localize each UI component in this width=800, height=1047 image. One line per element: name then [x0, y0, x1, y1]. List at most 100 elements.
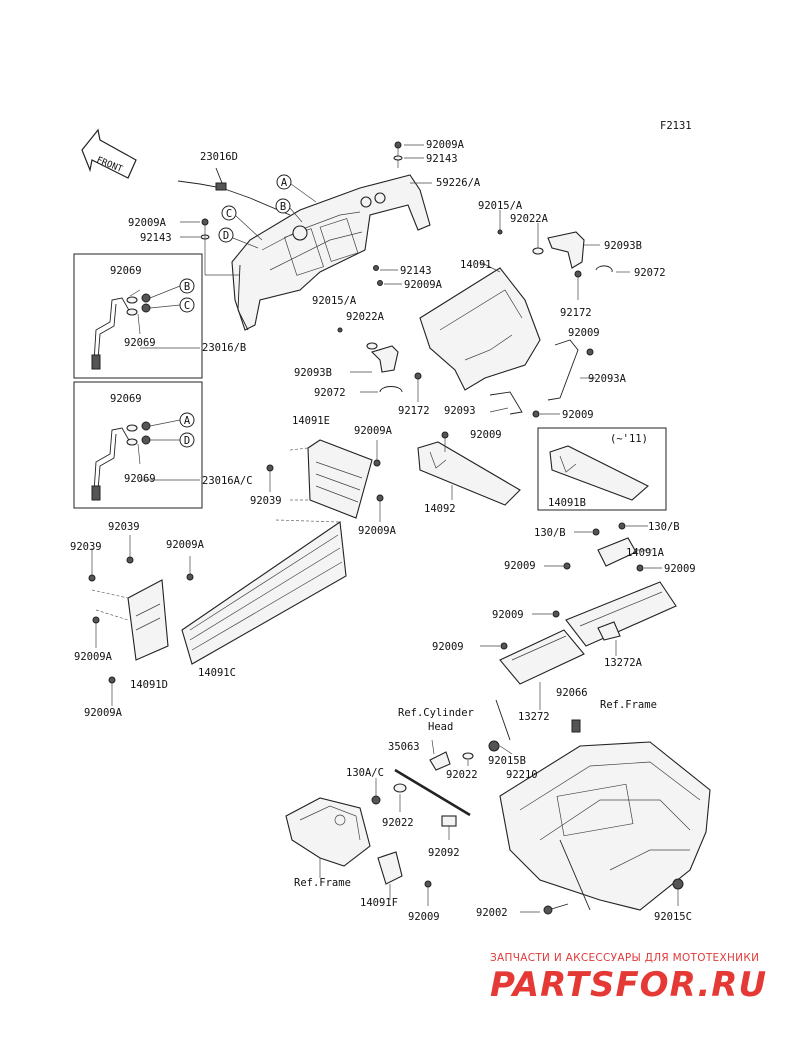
- bracket-14091d: [88, 535, 169, 706]
- label-14091b: 14091B: [548, 497, 586, 509]
- label-13272: 13272: [518, 711, 550, 723]
- label-14091: 14091: [460, 259, 492, 271]
- svg-text:C: C: [226, 208, 232, 220]
- label-14091a: 14091A: [626, 547, 665, 559]
- frame-right: [495, 699, 711, 911]
- label-92072-right: 92072: [634, 267, 666, 279]
- callout-a-inset: A: [179, 412, 195, 428]
- label-92009a-left: 92009A: [128, 217, 167, 229]
- label-92015a-left: 92015/A: [312, 295, 357, 307]
- label-35063: 35063: [388, 741, 420, 753]
- label-92093b-left: 92093B: [294, 367, 332, 379]
- callout-c-inset: C: [179, 297, 195, 313]
- panel-13272a: [532, 522, 677, 656]
- label-92143-left: 92143: [140, 232, 172, 244]
- label-92039-l1: 92039: [108, 521, 140, 533]
- label-14092: 14092: [424, 503, 456, 515]
- callout-b: B: [275, 198, 291, 214]
- label-92093: 92093: [444, 405, 476, 417]
- label-92015a-right: 92015/A: [478, 200, 523, 212]
- label-92069-c: 92069: [124, 337, 156, 349]
- label-92210: 92210: [506, 769, 538, 781]
- callout-d: D: [218, 227, 234, 243]
- label-92009a-d1: 92009A: [74, 651, 113, 663]
- label-92009-r1: 92009: [504, 560, 536, 572]
- label-92039-l2: 92039: [70, 541, 102, 553]
- dash-frame-assembly: [231, 174, 431, 331]
- label-130b-right: 130/B: [648, 521, 680, 533]
- label-92009a-c: 92009A: [166, 539, 205, 551]
- label-14091e: 14091E: [292, 415, 330, 427]
- panel-14091e: [266, 439, 384, 522]
- label-92009-lower: 92009: [408, 911, 440, 923]
- panel-13272: [480, 629, 585, 710]
- panel-14091: [419, 261, 596, 418]
- label-13272a: 13272A: [604, 657, 643, 669]
- label-92069-b: 92069: [110, 265, 142, 277]
- front-arrow: FRONT: [81, 128, 137, 179]
- figure-code: F2131: [660, 120, 692, 132]
- label-92093b-right: 92093B: [604, 240, 642, 252]
- label-92072-left: 92072: [314, 387, 346, 399]
- svg-text:A: A: [281, 177, 288, 189]
- label-92172-left: 92172: [398, 405, 430, 417]
- label-92009a-e: 92009A: [354, 425, 393, 437]
- svg-text:C: C: [184, 300, 190, 312]
- label-92069-a: 92069: [110, 393, 142, 405]
- label-92039-e: 92039: [250, 495, 282, 507]
- bracket-92093b-left: [337, 327, 422, 402]
- label-92022-lower: 92022: [382, 817, 414, 829]
- label-92143-mid: 92143: [400, 265, 432, 277]
- label-ref-cylinder-head: Head: [428, 721, 453, 733]
- label-130b-left: 130/B: [534, 527, 566, 539]
- label-23016d: 23016D: [200, 151, 238, 163]
- svg-text:A: A: [184, 415, 191, 427]
- svg-text:B: B: [184, 281, 190, 293]
- watermark-logo: PARTSFOR.RU: [490, 965, 768, 1005]
- panel-14092: [417, 431, 521, 506]
- callout-d-inset: D: [179, 432, 195, 448]
- callout-a: A: [276, 174, 292, 190]
- part-labels: 23016D 92009A 92143 59226/A 92009A 92143…: [70, 139, 696, 923]
- harness-inset-a-d: [73, 381, 203, 509]
- svg-text:D: D: [184, 435, 190, 447]
- label-92022-shaft: 92022: [446, 769, 478, 781]
- label-92172-right: 92172: [560, 307, 592, 319]
- frame-left: [285, 797, 432, 906]
- label-92009-right: 92009: [568, 327, 600, 339]
- label-92009a-top: 92009A: [426, 139, 465, 151]
- label-23016ac: 23016A/C: [202, 475, 253, 487]
- label-92093a: 92093A: [588, 373, 627, 385]
- label-ref-frame-right: Ref.Frame: [600, 699, 657, 711]
- label-59226a: 59226/A: [436, 177, 481, 189]
- bracket-92093b-right: [497, 210, 630, 300]
- label-92009-r4: 92009: [432, 641, 464, 653]
- svg-text:D: D: [223, 230, 229, 242]
- shaft-35063: [371, 719, 684, 915]
- label-92022a-left: 92022A: [346, 311, 385, 323]
- label-92009-r3: 92009: [492, 609, 524, 621]
- label-92009a-e2: 92009A: [358, 525, 397, 537]
- watermark-subtitle: ЗАПЧАСТИ И АКСЕССУАРЫ ДЛЯ МОТОТЕХНИКИ: [490, 952, 760, 964]
- svg-text:B: B: [280, 201, 286, 213]
- label-ref-cylinder: Ref.Cylinder: [398, 707, 474, 719]
- label-14091f: 14091F: [360, 897, 398, 909]
- label-14091d: 14091D: [130, 679, 168, 691]
- label-ref-frame-left: Ref.Frame: [294, 877, 351, 889]
- label-92009-mid: 92009: [562, 409, 594, 421]
- label-23016b: 23016/B: [202, 342, 246, 354]
- label-92143-top: 92143: [426, 153, 458, 165]
- label-year-range: (~'11): [610, 433, 648, 445]
- inset-14091b: [537, 427, 667, 511]
- label-92069-d: 92069: [124, 473, 156, 485]
- label-92009-r2: 92009: [664, 563, 696, 575]
- callout-c: C: [221, 205, 237, 221]
- panel-14091c: [181, 519, 347, 665]
- label-130ac: 130A/C: [346, 767, 384, 779]
- label-92009a-mid: 92009A: [404, 279, 443, 291]
- label-92092: 92092: [428, 847, 460, 859]
- label-92022a-right: 92022A: [510, 213, 549, 225]
- harness-inset-b-c: [73, 253, 203, 379]
- label-14091c: 14091C: [198, 667, 236, 679]
